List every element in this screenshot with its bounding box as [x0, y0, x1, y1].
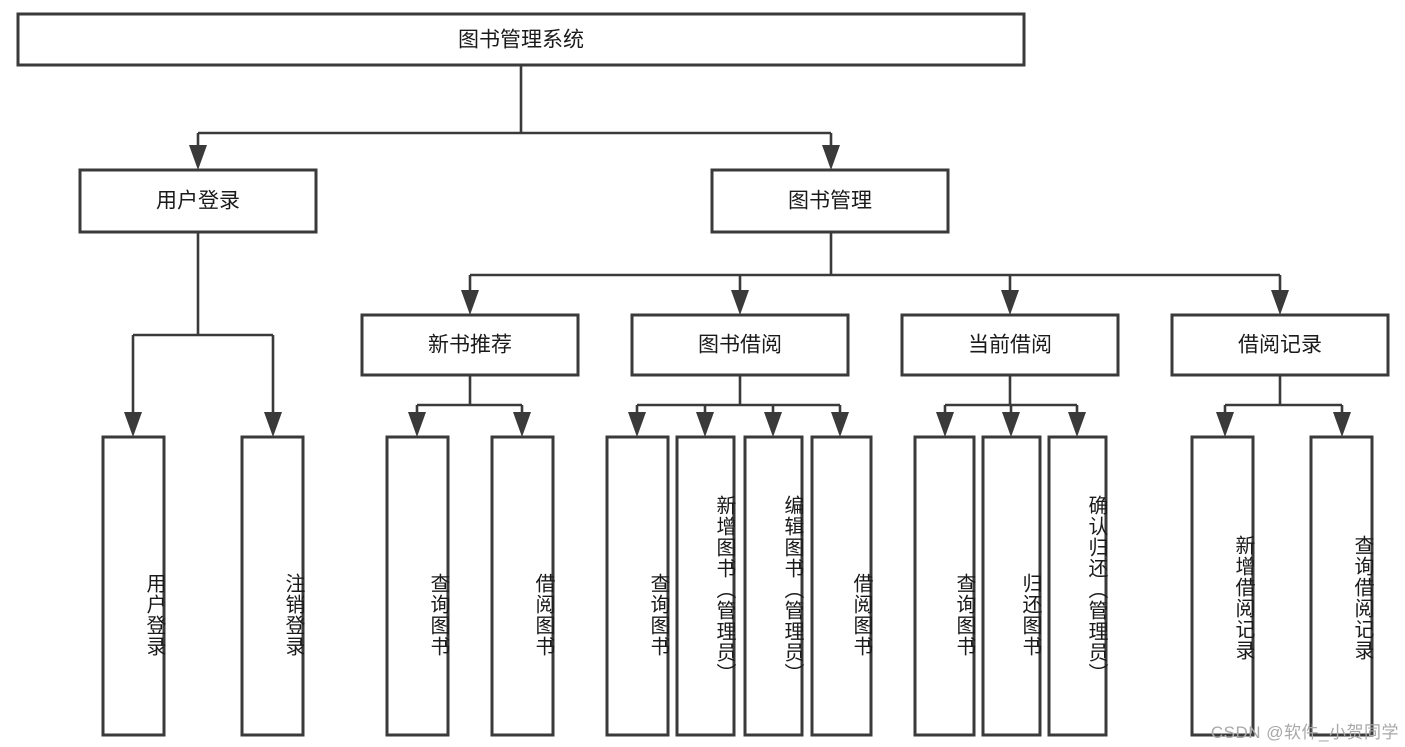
leaf-box-edit-book-admin[interactable]: [743, 435, 804, 737]
arrow-head-icon: [1068, 412, 1086, 437]
watermark: CSDN @软件_小贺同学: [1210, 723, 1399, 742]
connector-newbook-to-leaves: [408, 375, 531, 437]
arrow-head-icon: [189, 145, 207, 170]
leaf-box-borrow-book-bb[interactable]: [810, 435, 873, 737]
node-book-borrow[interactable]: 图书借阅: [630, 313, 850, 377]
leaf-box-confirm-return-admin[interactable]: [1047, 435, 1108, 737]
arrow-head-icon: [731, 290, 749, 315]
connector-root-to-level2: [189, 65, 840, 170]
leaf-box-borrow-book-nb[interactable]: [490, 435, 555, 737]
leaf-box-add-borrow-record[interactable]: [1190, 435, 1255, 737]
leaf-box-add-book-admin[interactable]: [675, 435, 736, 737]
node-current-borrow[interactable]: 当前借阅: [900, 313, 1120, 377]
leaf-box-query-book-bb[interactable]: [605, 435, 670, 737]
arrow-head-icon: [513, 412, 531, 437]
arrow-head-icon: [696, 412, 714, 437]
node-borrow-record-label: 借阅记录: [1238, 334, 1322, 357]
node-new-book-recommend-label: 新书推荐: [428, 334, 512, 357]
connector-userlogin-to-leaves: [124, 232, 282, 437]
node-root-system-label: 图书管理系统: [458, 29, 584, 52]
arrow-head-icon: [1333, 412, 1351, 437]
leaf-box-query-book-cb[interactable]: [913, 435, 976, 737]
arrow-head-icon: [936, 412, 954, 437]
node-new-book-recommend[interactable]: 新书推荐: [360, 313, 580, 377]
node-book-manage[interactable]: 图书管理: [710, 168, 950, 234]
node-book-manage-label: 图书管理: [788, 190, 872, 213]
arrow-head-icon: [1216, 412, 1234, 437]
arrow-head-icon: [1001, 290, 1019, 315]
connector-currentborrow-to-leaves: [936, 375, 1086, 437]
node-root-system[interactable]: 图书管理系统: [16, 12, 1026, 67]
leaf-box-user-login[interactable]: [101, 435, 166, 737]
arrow-head-icon: [124, 412, 142, 437]
arrow-head-icon: [628, 412, 646, 437]
arrow-head-icon: [461, 290, 479, 315]
connector-bookmanage-to-level3: [461, 232, 1289, 315]
node-borrow-record[interactable]: 借阅记录: [1170, 313, 1390, 377]
node-book-borrow-label: 图书借阅: [698, 334, 782, 357]
arrow-head-icon: [822, 145, 840, 170]
node-current-borrow-label: 当前借阅: [968, 334, 1052, 357]
connector-borrowrecord-to-leaves: [1216, 375, 1351, 437]
leaf-box-logout[interactable]: [240, 435, 305, 737]
leaf-box-query-borrow-record[interactable]: [1309, 435, 1374, 737]
arrow-head-icon: [1271, 290, 1289, 315]
arrow-head-icon: [1002, 412, 1020, 437]
node-user-login[interactable]: 用户登录: [78, 168, 318, 234]
leaf-box-return-book[interactable]: [981, 435, 1042, 737]
arrow-head-icon: [264, 412, 282, 437]
arrow-head-icon: [408, 412, 426, 437]
connector-bookborrow-to-leaves: [628, 375, 849, 437]
node-user-login-label: 用户登录: [156, 190, 240, 213]
leaf-boxes: [101, 435, 1374, 737]
arrow-head-icon: [764, 412, 782, 437]
arrow-head-icon: [831, 412, 849, 437]
leaf-box-query-book-nb[interactable]: [385, 435, 450, 737]
